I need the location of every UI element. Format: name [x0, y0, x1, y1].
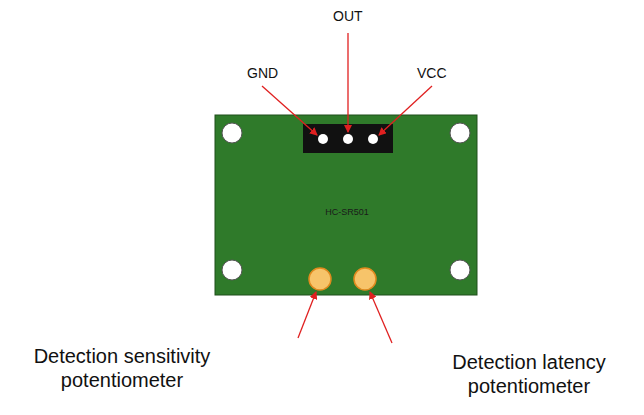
header-pins [318, 134, 378, 144]
potentiometers [309, 268, 376, 290]
board-name: HC-SR501 [300, 200, 394, 224]
pin-name: OUT [333, 8, 363, 24]
leader-arrows [262, 33, 432, 343]
pin-name: VCC [417, 65, 447, 81]
mount-holes [222, 123, 470, 280]
part-label: Detection latency potentiometer [418, 350, 640, 398]
board-label: HC-SR501 [325, 207, 369, 217]
pin-name: GND [247, 65, 278, 81]
pcb-board [215, 115, 477, 295]
part-label: Detection sensitivity potentiometer [4, 344, 240, 392]
